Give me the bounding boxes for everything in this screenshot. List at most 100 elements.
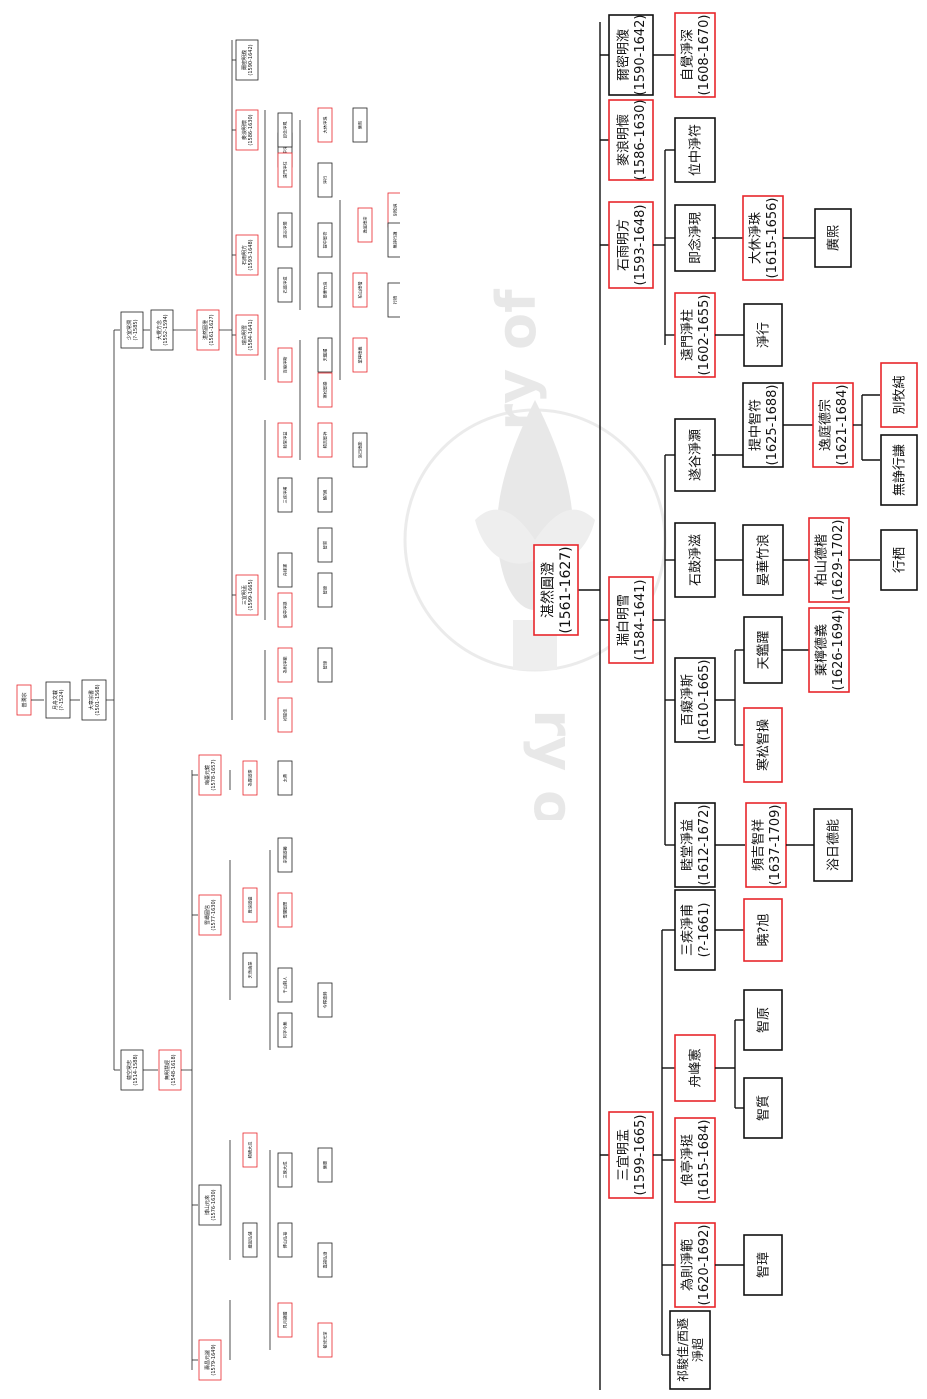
- overview-leaf-25: 智質: [317, 527, 333, 563]
- node-box: [742, 195, 784, 281]
- node-text-line: 自覺淨深: [681, 29, 696, 81]
- node-text-line: 睦堂淨益: [680, 819, 696, 871]
- overview-box: [277, 592, 293, 628]
- node-box: [674, 802, 716, 888]
- overview-text-line: 智璋: [321, 660, 328, 669]
- overview-leaf-12: 晏華竹浪: [317, 272, 333, 308]
- node-box: [880, 362, 918, 428]
- overview-text-line: (?-1524): [59, 689, 65, 710]
- overview-text-line: 雪嶠圓信: [204, 905, 211, 925]
- overview-label: 麥浪明懷(1586-1630): [241, 114, 254, 145]
- node-label: 爾密明澓(1590-1642): [616, 14, 648, 95]
- overview-leaf-4: 遠門淨柱: [277, 152, 293, 188]
- node-box: [533, 544, 579, 636]
- overview-text-line: 頻嶠大忍: [246, 1142, 253, 1159]
- overview-label: 三疾淨甫: [281, 487, 288, 504]
- overview-box: [277, 760, 293, 796]
- node-label: 自覺淨深(1608-1670): [681, 14, 712, 95]
- node-shenfeng: 舟峰憲: [674, 1034, 716, 1102]
- node-label: 舟峰憲: [688, 1048, 704, 1087]
- overview-text-line: 見月讀體: [281, 1312, 288, 1329]
- node-label: 柏山德楷(1629-1702): [815, 519, 846, 600]
- overview-text-line: 月舟文載: [52, 690, 59, 710]
- overview-text-line: 晦臺元鏡: [204, 765, 211, 785]
- overview-box: [198, 754, 222, 796]
- node-baishan: 柏山德楷(1629-1702): [808, 517, 850, 603]
- overview-leaf-19: 睦堂淨益: [277, 422, 293, 458]
- overview-text-line: (1576-1630): [211, 1189, 217, 1220]
- overview-label-7: 壽昌元謐(1579-1649): [198, 1339, 222, 1381]
- overview-text-line: 俍亭淨挺: [281, 601, 288, 619]
- node-text-line: 廣熙: [827, 225, 842, 251]
- overview-box: [277, 212, 293, 248]
- overview-leaf-31: 為霖道霈: [242, 760, 258, 796]
- overview-label: 棄檸德義: [356, 346, 363, 364]
- overview-text-line: 寒松智操: [321, 381, 328, 399]
- node-zhuli: 祁駿佳/西遯淨超: [669, 1310, 711, 1390]
- overview-leaf-14: 行栖: [387, 282, 400, 318]
- node-label: 遂谷淨灝: [688, 429, 704, 481]
- overview-leaf-11: 石鼓淨滋: [277, 267, 293, 303]
- watermark-text-top: ry of: [485, 289, 548, 431]
- overview-box: [277, 1222, 293, 1258]
- overview-text-line: 廣熙: [356, 120, 363, 129]
- node-label: 智原: [757, 1007, 772, 1033]
- overview-label: 敏修光潔: [321, 1332, 328, 1349]
- overview-text-line: 曉?旭: [321, 490, 328, 501]
- overview-box: [198, 1184, 222, 1226]
- overview-text-line: (1590-1642): [248, 44, 254, 75]
- node-zhizhen: 智質: [743, 1077, 783, 1139]
- overview-label-6: 博山元來(1576-1630): [198, 1184, 222, 1226]
- overview-text-line: 嘉福弘澍: [321, 1251, 328, 1269]
- overview-box: [198, 1339, 222, 1381]
- overview-label: 壽昌元謐(1579-1649): [204, 1344, 217, 1375]
- node-ruitang: 睦堂淨益(1612-1672): [674, 802, 716, 888]
- overview-box: [352, 107, 368, 143]
- node-label: 麥浪明懷(1586-1630): [616, 99, 648, 180]
- overview-leaf-37: 千山剩人: [277, 967, 293, 1003]
- node-box: [745, 802, 787, 888]
- node-box: [743, 707, 783, 783]
- node-text-line: 即念淨現: [688, 212, 704, 264]
- node-weize: 為則淨範(1620-1692): [674, 1222, 716, 1308]
- overview-text-line: 石鼓淨滋: [281, 276, 288, 294]
- overview-text-line: 瑞白明雪: [241, 325, 248, 345]
- node-label: 逸庭德宗(1621-1684): [818, 384, 850, 465]
- node-label: 廣熙: [827, 225, 842, 251]
- node-box: [608, 99, 654, 181]
- overview-leaf-21: 浴日德能: [352, 432, 368, 468]
- overview-text-line: 頻吉智祥: [321, 432, 328, 449]
- node-label: 天鑑躍: [756, 630, 772, 669]
- overview-text-line: 浴日德能: [356, 441, 363, 459]
- node-label: 石雨明方(1593-1648): [616, 204, 648, 285]
- overview-label: 月舟文載(?-1524): [52, 689, 65, 710]
- overview-chain-1: 月舟文載(?-1524): [45, 681, 71, 719]
- overview-box: [317, 1147, 333, 1183]
- overview-label: 湛然圓澄(1561-1627): [202, 314, 215, 345]
- overview-text-line: 湛然圓澄: [202, 320, 209, 340]
- overview-box: [277, 112, 293, 148]
- overview-text-line: 普潤宗: [21, 692, 28, 707]
- overview-label: 遠門淨柱: [281, 161, 288, 179]
- overview-leaf-18: 寒松智操: [317, 372, 333, 408]
- overview-leaf-24: 舟峰憲: [277, 552, 293, 588]
- overview-text-line: 遠門淨柱: [281, 161, 288, 179]
- overview-label: 行栖: [391, 296, 398, 304]
- overview-label: 博山元來(1576-1630): [204, 1189, 217, 1220]
- overview-box: [277, 422, 293, 458]
- overview-label: 逸庭德宗: [361, 217, 368, 234]
- node-zhiyuan: 智原: [743, 989, 783, 1051]
- node-text-line: 大休淨珠: [749, 212, 764, 264]
- node-root: 湛然圓澄(1561-1627): [533, 544, 579, 636]
- overview-text-line: 智質: [321, 541, 328, 549]
- overview-box: [242, 952, 258, 988]
- node-box: [808, 607, 850, 693]
- overview-leaf-42: 廣霽: [317, 1147, 333, 1183]
- overview-text-line: 大章宗書: [88, 690, 95, 710]
- overview-label: 廣霽: [321, 1161, 328, 1169]
- overview-box: [277, 1152, 293, 1188]
- node-label: 即念淨現: [688, 212, 704, 264]
- overview-leaf-6: 遂谷淨灝: [277, 212, 293, 248]
- overview-leaf-33: 覺浪道盛: [242, 887, 258, 923]
- overview-box: [235, 234, 259, 276]
